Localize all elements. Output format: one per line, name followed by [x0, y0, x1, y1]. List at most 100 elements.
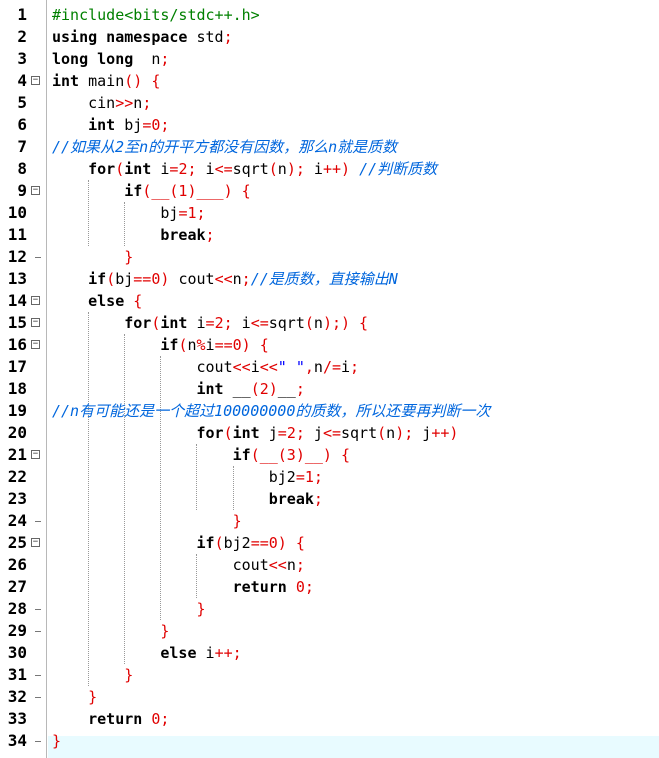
- code-token: [52, 314, 124, 332]
- code-line[interactable]: break;: [52, 224, 214, 246]
- code-token: //如果从2至n的开平方都没有因数，那么n就是质数: [52, 138, 398, 156]
- fold-toggle-icon[interactable]: [31, 296, 40, 305]
- code-token: [52, 446, 233, 464]
- code-token: (: [223, 424, 233, 442]
- code-line[interactable]: #include<bits/stdc++.h>: [52, 4, 260, 26]
- code-line[interactable]: for(int i=2; i<=sqrt(n); i++) //判断质数: [52, 158, 437, 180]
- code-line[interactable]: bj2=1;: [52, 466, 323, 488]
- code-token: [52, 160, 88, 178]
- code-token: for: [88, 160, 116, 178]
- code-line[interactable]: if(__(3)__) {: [52, 444, 350, 466]
- code-token: if: [232, 446, 251, 464]
- indent-guide: [196, 554, 198, 598]
- code-line[interactable]: if(n%i==0) {: [52, 334, 268, 356]
- code-line[interactable]: }: [52, 686, 97, 708]
- code-line[interactable]: long long n;: [52, 48, 169, 70]
- code-line[interactable]: cin>>n;: [52, 92, 151, 114]
- code-line[interactable]: //n有可能还是一个超过100000000的质数，所以还要再判断一次: [52, 400, 490, 422]
- code-line[interactable]: }: [52, 730, 61, 752]
- code-line[interactable]: }: [52, 510, 242, 532]
- fold-toggle-icon[interactable]: [31, 186, 40, 195]
- code-line[interactable]: return 0;: [52, 708, 169, 730]
- code-token: <=: [322, 424, 341, 442]
- code-token: ;: [223, 28, 233, 46]
- line-number: 15: [7, 313, 27, 332]
- code-line[interactable]: for(int j=2; j<=sqrt(n); j++): [52, 422, 459, 444]
- code-token: else: [88, 292, 125, 310]
- code-token: ++;: [214, 644, 242, 662]
- code-token: i: [241, 314, 251, 332]
- code-line[interactable]: else {: [52, 290, 142, 312]
- code-token: long long: [52, 50, 134, 68]
- code-line[interactable]: for(int i=2; i<=sqrt(n);) {: [52, 312, 368, 334]
- code-line[interactable]: }: [52, 246, 133, 268]
- line-number: 18: [7, 379, 27, 398]
- code-line[interactable]: bj=1;: [52, 202, 206, 224]
- code-token: >>: [115, 94, 134, 112]
- line-number: 4: [17, 71, 27, 90]
- code-token: <<: [214, 270, 233, 288]
- code-line[interactable]: //如果从2至n的开平方都没有因数，那么n就是质数: [52, 136, 397, 158]
- code-token: (__(3)__) {: [250, 446, 351, 464]
- code-line[interactable]: using namespace std;: [52, 26, 233, 48]
- code-line[interactable]: cout<<n;: [52, 554, 305, 576]
- code-token: bj2: [223, 534, 251, 552]
- code-token: i: [205, 160, 215, 178]
- line-number: 31: [7, 665, 27, 684]
- code-line[interactable]: else i++;: [52, 642, 242, 664]
- code-line[interactable]: }: [52, 598, 206, 620]
- code-token: 0: [151, 710, 161, 728]
- code-line[interactable]: int main() {: [52, 70, 160, 92]
- fold-end-marker: [35, 741, 41, 742]
- code-token: ==: [250, 534, 269, 552]
- code-token: n: [313, 314, 323, 332]
- code-line[interactable]: if(bj==0) cout<<n;//是质数，直接输出N: [52, 268, 398, 290]
- line-number: 3: [17, 49, 27, 68]
- code-token: (: [304, 314, 314, 332]
- code-token: __: [223, 380, 251, 398]
- code-token: [52, 380, 197, 398]
- code-token: ;: [313, 468, 323, 486]
- indent-guide: [88, 312, 90, 686]
- code-line[interactable]: if(bj2==0) {: [52, 532, 305, 554]
- code-token: " ": [277, 358, 305, 376]
- code-token: if: [196, 534, 215, 552]
- line-number: 11: [7, 225, 27, 244]
- code-line[interactable]: }: [52, 664, 133, 686]
- fold-toggle-icon[interactable]: [31, 538, 40, 547]
- code-token: =: [142, 116, 152, 134]
- code-token: ;: [304, 578, 314, 596]
- code-line[interactable]: if(__(1)___) {: [52, 180, 250, 202]
- code-token: cin: [52, 94, 116, 112]
- code-line[interactable]: int bj=0;: [52, 114, 169, 136]
- fold-toggle-icon[interactable]: [31, 318, 40, 327]
- code-token: __: [277, 380, 296, 398]
- fold-toggle-icon[interactable]: [31, 450, 40, 459]
- code-token: ;: [196, 204, 206, 222]
- fold-end-marker: [35, 631, 41, 632]
- code-line[interactable]: int __(2)__;: [52, 378, 305, 400]
- code-token: ;: [241, 270, 251, 288]
- code-token: [52, 600, 197, 618]
- code-token: break: [268, 490, 314, 508]
- line-number: 19: [7, 401, 27, 420]
- code-token: }: [124, 248, 134, 266]
- code-line[interactable]: return 0;: [52, 576, 314, 598]
- line-number: 28: [7, 599, 27, 618]
- fold-toggle-icon[interactable]: [31, 76, 40, 85]
- fold-toggle-icon[interactable]: [31, 340, 40, 349]
- code-token: break: [160, 226, 206, 244]
- code-token: j: [422, 424, 432, 442]
- code-line[interactable]: }: [52, 620, 169, 642]
- code-token: }: [232, 512, 242, 530]
- code-line[interactable]: break;: [52, 488, 323, 510]
- code-token: using namespace: [52, 28, 188, 46]
- code-token: () {: [124, 72, 161, 90]
- code-token: sqrt: [341, 424, 378, 442]
- code-token: (: [106, 270, 116, 288]
- code-line[interactable]: cout<<i<<" ",n/=i;: [52, 356, 359, 378]
- line-number: 26: [7, 555, 27, 574]
- code-token: ;: [295, 424, 314, 442]
- code-token: );: [395, 424, 423, 442]
